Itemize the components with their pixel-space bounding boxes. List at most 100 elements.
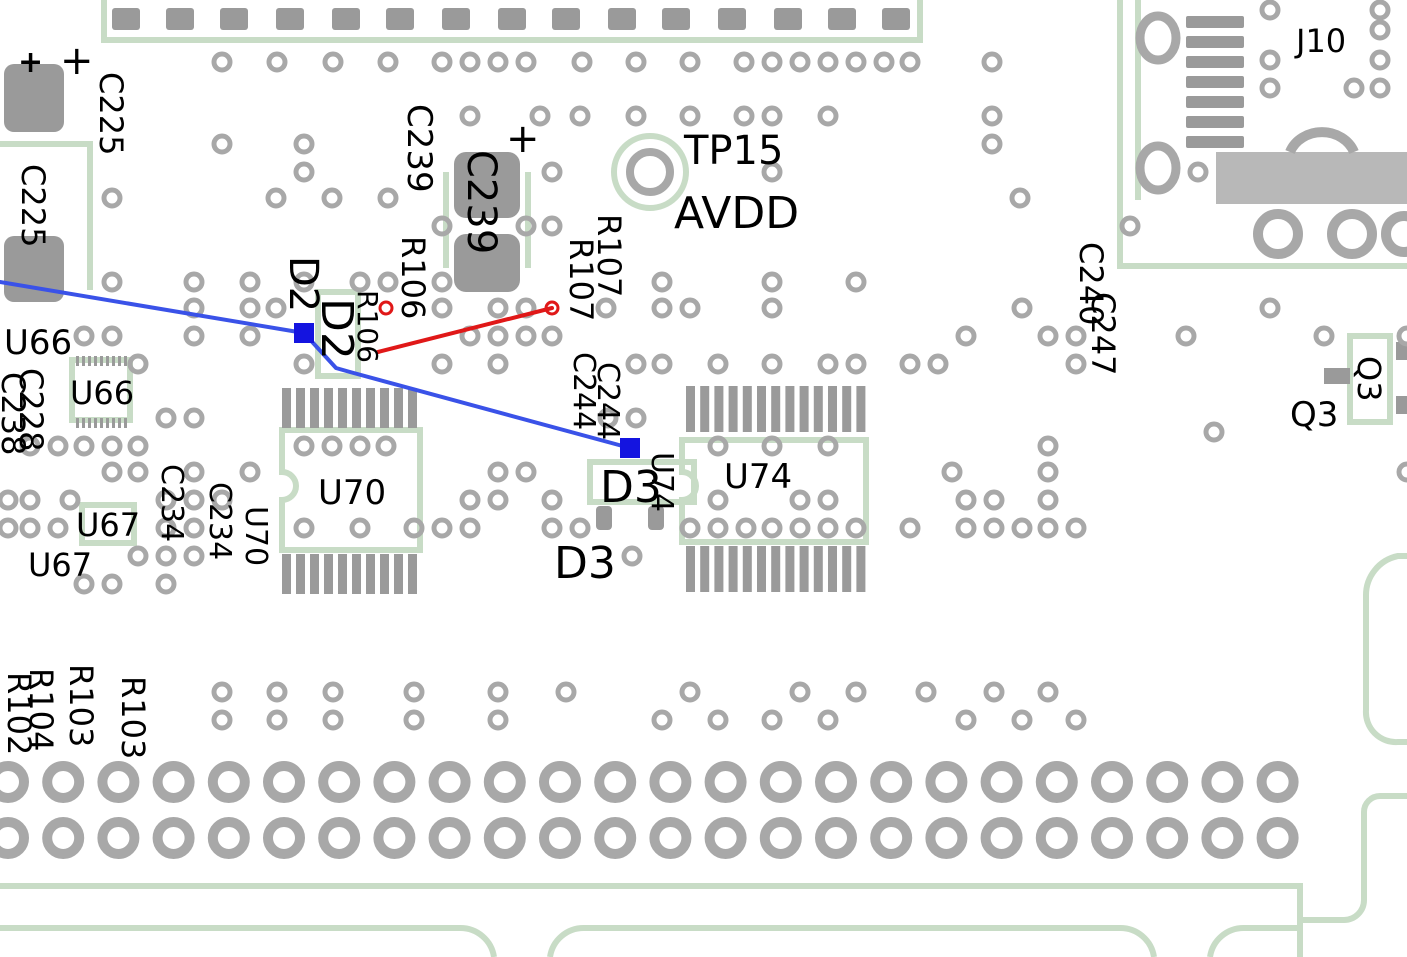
- label-r103[interactable]: R103: [114, 676, 152, 759]
- label-u67[interactable]: U67: [28, 546, 92, 584]
- d3-pad[interactable]: [596, 506, 612, 530]
- c225-pad[interactable]: [4, 64, 64, 132]
- top-connector-pad[interactable]: [386, 8, 414, 30]
- top-connector-pad[interactable]: [608, 8, 636, 30]
- j10-hole[interactable]: [1135, 141, 1181, 195]
- label-c225[interactable]: C225: [92, 72, 130, 155]
- via: [1037, 681, 1059, 703]
- label-r104[interactable]: R104: [22, 668, 60, 751]
- top-connector-pad[interactable]: [552, 8, 580, 30]
- via: [597, 407, 619, 429]
- top-connector-pad[interactable]: [774, 8, 802, 30]
- ic-pin: [352, 388, 361, 428]
- top-connector-pad[interactable]: [220, 8, 248, 30]
- label-c239[interactable]: C239: [399, 104, 439, 193]
- ic-pin: [106, 356, 109, 366]
- q3-pad[interactable]: [1324, 368, 1350, 384]
- via: [761, 297, 783, 319]
- label-c244[interactable]: C244: [590, 362, 625, 440]
- via: [845, 271, 867, 293]
- j10-pad[interactable]: [1186, 96, 1244, 108]
- red-trace[interactable]: [376, 306, 554, 354]
- via: [321, 187, 343, 209]
- label-c238[interactable]: C238: [0, 372, 32, 455]
- label-u67[interactable]: U67: [76, 506, 140, 544]
- label-r106[interactable]: R106: [351, 290, 384, 363]
- top-connector-pad[interactable]: [662, 8, 690, 30]
- j10-pad[interactable]: [1186, 36, 1244, 48]
- label-d2[interactable]: D2: [311, 298, 362, 360]
- j10-pad[interactable]: [1186, 56, 1244, 68]
- label-q3[interactable]: Q3: [1350, 356, 1388, 402]
- through-hole: [152, 761, 195, 803]
- j10-pad[interactable]: [1186, 136, 1244, 148]
- blue-trace[interactable]: [302, 331, 632, 450]
- label-u74[interactable]: U74: [644, 452, 679, 512]
- via: [595, 297, 617, 319]
- label-c228[interactable]: C228: [12, 368, 50, 451]
- label-u66[interactable]: U66: [4, 323, 72, 363]
- top-connector-pad[interactable]: [442, 8, 470, 30]
- label-avdd[interactable]: AVDD: [674, 188, 799, 239]
- j10-hole[interactable]: [1327, 209, 1377, 259]
- j10-hole[interactable]: [1285, 127, 1359, 155]
- label-c225[interactable]: C225: [14, 164, 52, 247]
- label-c239[interactable]: C239: [458, 150, 504, 254]
- through-hole: [649, 761, 692, 803]
- c239-pad[interactable]: [454, 234, 520, 292]
- via: [155, 517, 177, 539]
- label-c234[interactable]: C234: [154, 464, 189, 542]
- top-connector-pad[interactable]: [882, 8, 910, 30]
- red-via[interactable]: [378, 300, 394, 316]
- q3-pad[interactable]: [1396, 342, 1407, 360]
- ic-pin: [828, 386, 837, 432]
- label-c234[interactable]: C234: [202, 482, 237, 560]
- top-connector-pad[interactable]: [166, 8, 194, 30]
- via: [983, 517, 1005, 539]
- label-r106[interactable]: R106: [394, 236, 432, 319]
- j10-hole[interactable]: [1253, 209, 1303, 259]
- j10-hole[interactable]: [1135, 11, 1181, 65]
- red-via[interactable]: [544, 300, 560, 316]
- label-r103[interactable]: R103: [62, 664, 100, 747]
- label-c240[interactable]: C240: [1072, 242, 1110, 325]
- blue-trace[interactable]: [0, 280, 306, 335]
- tp15-pad[interactable]: [626, 148, 674, 196]
- top-connector-pad[interactable]: [828, 8, 856, 30]
- label-r102[interactable]: R102: [0, 672, 38, 755]
- label-c244[interactable]: C244: [566, 352, 601, 430]
- j10-pad[interactable]: [1186, 76, 1244, 88]
- c239-pad[interactable]: [454, 152, 520, 218]
- top-connector-pad[interactable]: [332, 8, 360, 30]
- label-u70[interactable]: U70: [238, 506, 273, 566]
- top-connector-pad[interactable]: [718, 8, 746, 30]
- label-u66[interactable]: U66: [70, 374, 134, 412]
- through-hole: [428, 761, 471, 803]
- blue-via-d2[interactable]: [294, 323, 314, 343]
- top-connector-pad[interactable]: [276, 8, 304, 30]
- label-u70[interactable]: U70: [318, 473, 386, 513]
- label-c247[interactable]: C247: [1084, 292, 1122, 375]
- q3-pad[interactable]: [1396, 396, 1407, 414]
- j10-hole[interactable]: [1381, 211, 1407, 257]
- label-d3[interactable]: D3: [554, 538, 616, 589]
- label-r107[interactable]: R107: [562, 238, 600, 321]
- d3-pad[interactable]: [648, 506, 664, 530]
- blue-via-d3[interactable]: [620, 438, 640, 458]
- j10-shield-pad[interactable]: [1216, 152, 1407, 204]
- label-tp15[interactable]: TP15: [683, 128, 783, 174]
- label-d3[interactable]: D3: [600, 462, 662, 513]
- top-connector-pad[interactable]: [112, 8, 140, 30]
- label-q3[interactable]: Q3: [1290, 395, 1338, 435]
- j10-pad[interactable]: [1186, 16, 1244, 28]
- label-j10[interactable]: J10: [1294, 22, 1346, 60]
- j10-pad[interactable]: [1186, 116, 1244, 128]
- top-connector-pad[interactable]: [498, 8, 526, 30]
- pads-layer: [4, 8, 1407, 530]
- via: [459, 51, 481, 73]
- label-d2[interactable]: D2: [280, 256, 326, 312]
- label-r107[interactable]: R107: [590, 214, 628, 297]
- label-u74[interactable]: U74: [724, 457, 792, 497]
- through-hole: [428, 817, 471, 859]
